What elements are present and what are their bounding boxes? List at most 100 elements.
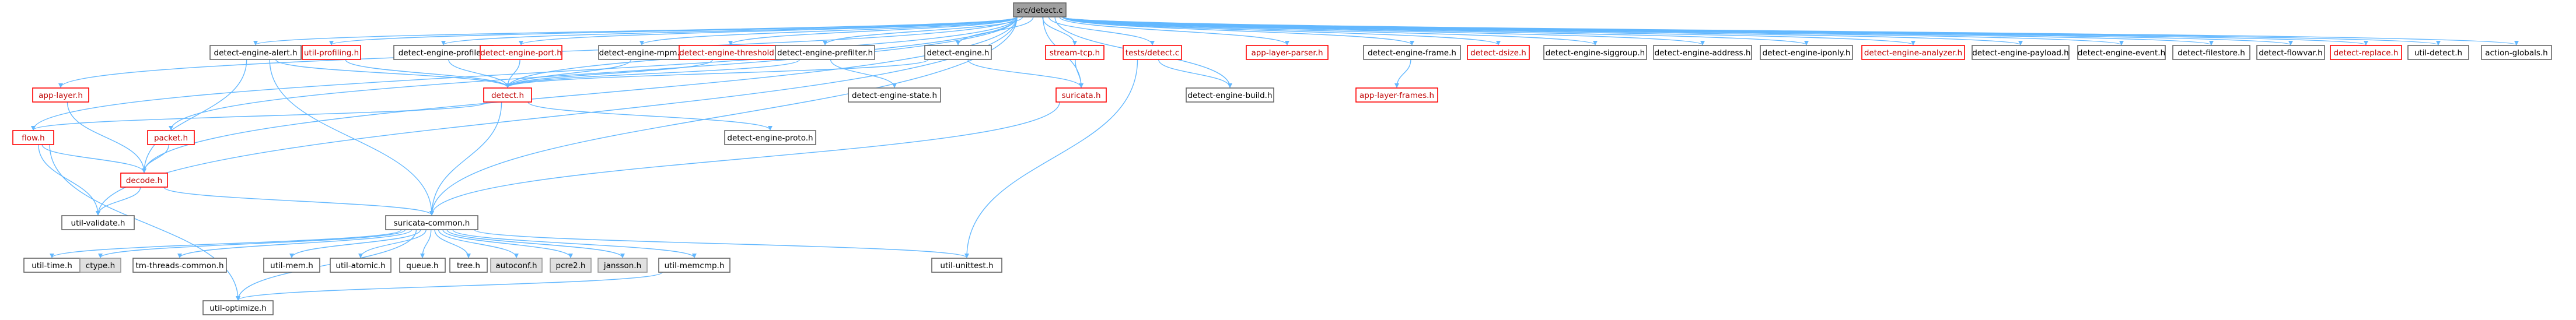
node-label: action-globals.h [2485, 48, 2547, 58]
node-decode-h[interactable]: decode.h [120, 173, 168, 188]
edge-detect_h-to-detect_engine_proto [527, 101, 773, 131]
node-root: src/detect.c [1013, 2, 1067, 17]
node-detect-engine-prefilter[interactable]: detect-engine-prefilter.h [775, 45, 875, 60]
node-packet-h[interactable]: packet.h [147, 130, 195, 145]
node-detect-replace[interactable]: detect-replace.h [2330, 45, 2402, 60]
edge-root-to-detect_engine_alert [253, 16, 1018, 45]
node-detect-filestore[interactable]: detect-filestore.h [2172, 45, 2250, 60]
node-box [490, 258, 543, 273]
node-label: tree.h [457, 261, 480, 270]
node-detect-flowvar[interactable]: detect-flowvar.h [2256, 45, 2325, 60]
node-box [1363, 45, 1461, 60]
node-label: detect-dsize.h [1470, 48, 1526, 58]
node-tm-threads-common[interactable]: tm-threads-common.h [132, 258, 227, 273]
edge-detect_engine_alert-to-suricata_common [269, 59, 434, 216]
node-detect-engine-build[interactable]: detect-engine-build.h [1186, 87, 1274, 103]
node-box [2172, 45, 2250, 60]
node-box [1760, 45, 1853, 60]
node-label: detect-engine-analyzer.h [1864, 48, 1962, 58]
node-action-globals[interactable]: action-globals.h [2481, 45, 2552, 60]
node-detect-engine-profile[interactable]: detect-engine-profile.h [393, 45, 494, 60]
node-detect-engine[interactable]: detect-engine.h [924, 45, 992, 60]
edge-suricata_common-to-util_optimize [236, 229, 417, 301]
edge-decode_h-to-suricata_common [163, 187, 434, 216]
node-detect-engine-proto[interactable]: detect-engine-proto.h [724, 130, 816, 145]
node-label: detect-engine-port.h [480, 48, 562, 58]
node-detect-engine-state[interactable]: detect-engine-state.h [848, 87, 941, 103]
node-util-unittest[interactable]: util-unittest.h [931, 258, 1002, 273]
node-box [385, 215, 478, 230]
node-detect-engine-port[interactable]: detect-engine-port.h [480, 45, 562, 60]
node-util-optimize[interactable]: util-optimize.h [202, 300, 274, 315]
node-box [79, 258, 121, 273]
node-label: tm-threads-common.h [135, 261, 223, 270]
edge-root-to-app_layer_parser [1059, 16, 1289, 45]
node-box [449, 258, 488, 273]
edge-detect_h-to-flow_h [31, 101, 488, 131]
node-util-detect[interactable]: util-detect.h [2407, 45, 2469, 60]
node-util-profiling[interactable]: util-profiling.h [302, 45, 361, 60]
edge-detect_engine_prefilter-to-detect_h [505, 59, 801, 88]
node-tree-h[interactable]: tree.h [449, 258, 488, 273]
node-box [483, 87, 532, 103]
node-util-atomic[interactable]: util-atomic.h [330, 258, 392, 273]
node-box [848, 87, 941, 103]
edge-root-to-action_globals [1062, 16, 2519, 45]
node-label: autoconf.h [495, 261, 537, 270]
node-app-layer-frames[interactable]: app-layer-frames.h [1355, 87, 1438, 103]
edge-suricata_common-to-util_unittest [474, 229, 969, 258]
node-detect-engine-payload[interactable]: detect-engine-payload.h [1972, 45, 2070, 60]
node-detect-engine-alert[interactable]: detect-engine-alert.h [209, 45, 302, 60]
node-detect-engine-address[interactable]: detect-engine-address.h [1653, 45, 1752, 60]
node-tests-detect[interactable]: tests/detect.c [1123, 45, 1182, 60]
node-box [775, 45, 875, 60]
node-detect-engine-threshold[interactable]: detect-engine-threshold.h [679, 45, 782, 60]
node-label: util-unittest.h [940, 261, 993, 270]
node-detect-engine-frame[interactable]: detect-engine-frame.h [1363, 45, 1461, 60]
node-detect-engine-mpm[interactable]: detect-engine-mpm.h [598, 45, 686, 60]
node-suricata-common[interactable]: suricata-common.h [385, 215, 478, 230]
node-detect-engine-analyzer[interactable]: detect-engine-analyzer.h [1861, 45, 1965, 60]
node-label: pcre2.h [556, 261, 586, 270]
node-util-mem[interactable]: util-mem.h [263, 258, 320, 273]
edge-root-to-packet_h [169, 16, 1018, 131]
node-box [1543, 45, 1647, 60]
edge-suricata_common-to-ctype_h [98, 229, 406, 258]
node-label: util-mem.h [270, 261, 313, 270]
node-queue-h[interactable]: queue.h [399, 258, 446, 273]
node-flow-h[interactable]: flow.h [12, 130, 54, 145]
node-detect-engine-siggroup[interactable]: detect-engine-siggroup.h [1543, 45, 1647, 60]
node-util-memcmp[interactable]: util-memcmp.h [658, 258, 730, 273]
node-app-layer[interactable]: app-layer.h [32, 87, 89, 103]
node-label: detect-engine-event.h [2078, 48, 2165, 58]
node-label: util-memcmp.h [665, 261, 725, 270]
node-suricata-h[interactable]: suricata.h [1055, 87, 1107, 103]
node-util-validate[interactable]: util-validate.h [61, 215, 135, 230]
node-label: util-atomic.h [335, 261, 385, 270]
node-label: tests/detect.c [1126, 48, 1179, 58]
node-box [1467, 45, 1530, 60]
edge-flow_h-to-decode_h [41, 144, 146, 173]
edge-util_profiling-to-detect_h [345, 59, 510, 88]
node-label: queue.h [406, 261, 438, 270]
edge-decode_h-to-util_validate [96, 187, 141, 216]
node-box [924, 45, 992, 60]
node-detect-engine-iponly[interactable]: detect-engine-iponly.h [1760, 45, 1853, 60]
node-detect-engine-event[interactable]: detect-engine-event.h [2077, 45, 2166, 60]
node-app-layer-parser[interactable]: app-layer-parser.h [1246, 45, 1329, 60]
node-label: packet.h [154, 133, 188, 143]
edge-root-to-stream_tcp [1042, 16, 1077, 45]
edge-root-to-detect_engine_frame [1062, 16, 1414, 45]
node-box [2481, 45, 2552, 60]
edge-detect_h-to-suricata_common [429, 101, 502, 216]
node-detect-h[interactable]: detect.h [483, 87, 532, 103]
node-label: detect-engine.h [927, 48, 990, 58]
node-label: detect-engine-payload.h [1972, 48, 2069, 58]
node-label: detect-engine-frame.h [1368, 48, 1456, 58]
node-util-time[interactable]: util-time.h [23, 258, 81, 273]
node-stream-tcp[interactable]: stream-tcp.h [1045, 45, 1105, 60]
edge-util_memcmp-to-util_optimize [236, 272, 663, 301]
node-detect-dsize[interactable]: detect-dsize.h [1467, 45, 1530, 60]
node-label: app-layer.h [39, 91, 83, 100]
node-box [480, 45, 562, 60]
